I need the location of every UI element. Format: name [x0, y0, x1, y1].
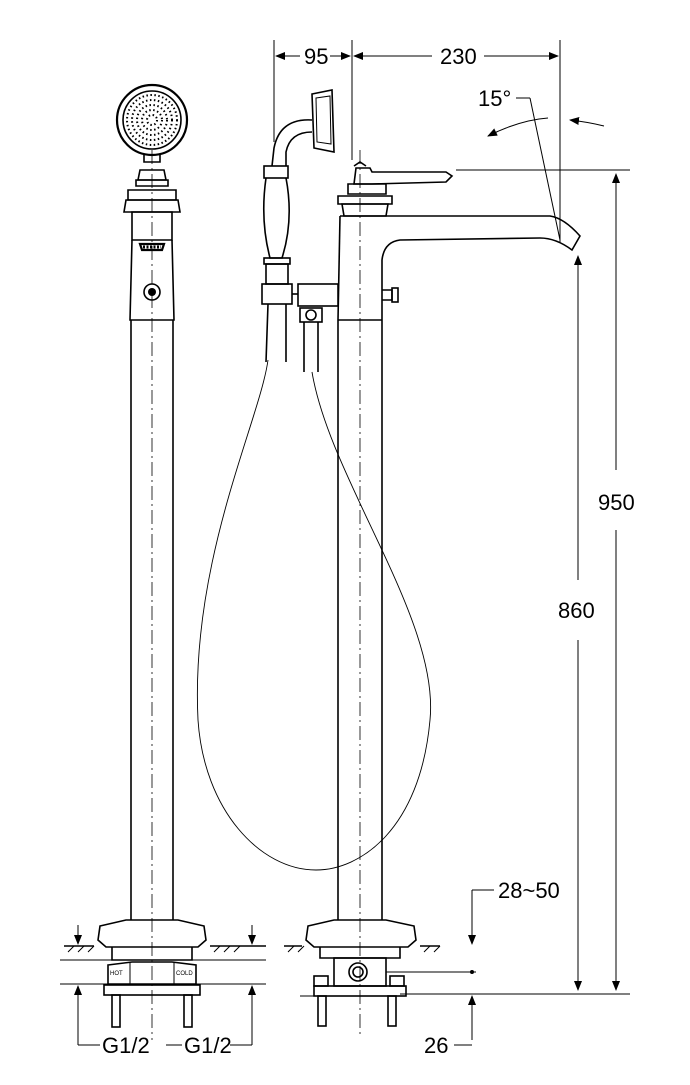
dim-28-50: 28~50 [498, 878, 560, 903]
dim-95: 95 [304, 44, 328, 69]
dim-860: 860 [558, 598, 595, 623]
front-view [196, 89, 581, 1035]
side-view: HOT COLD [60, 83, 266, 1046]
dim-950: 950 [598, 490, 635, 515]
inlet-left-label: G1/2 [102, 1033, 150, 1058]
dim-15-degrees: 15° [478, 86, 511, 111]
hot-label: HOT [110, 971, 123, 977]
dim-26: 26 [424, 1033, 448, 1058]
inlet-right-label: G1/2 [184, 1033, 232, 1058]
dim-230: 230 [440, 44, 477, 69]
cold-label: COLD [176, 971, 193, 977]
handset-side [261, 89, 335, 363]
dimension-lines [273, 40, 630, 1046]
